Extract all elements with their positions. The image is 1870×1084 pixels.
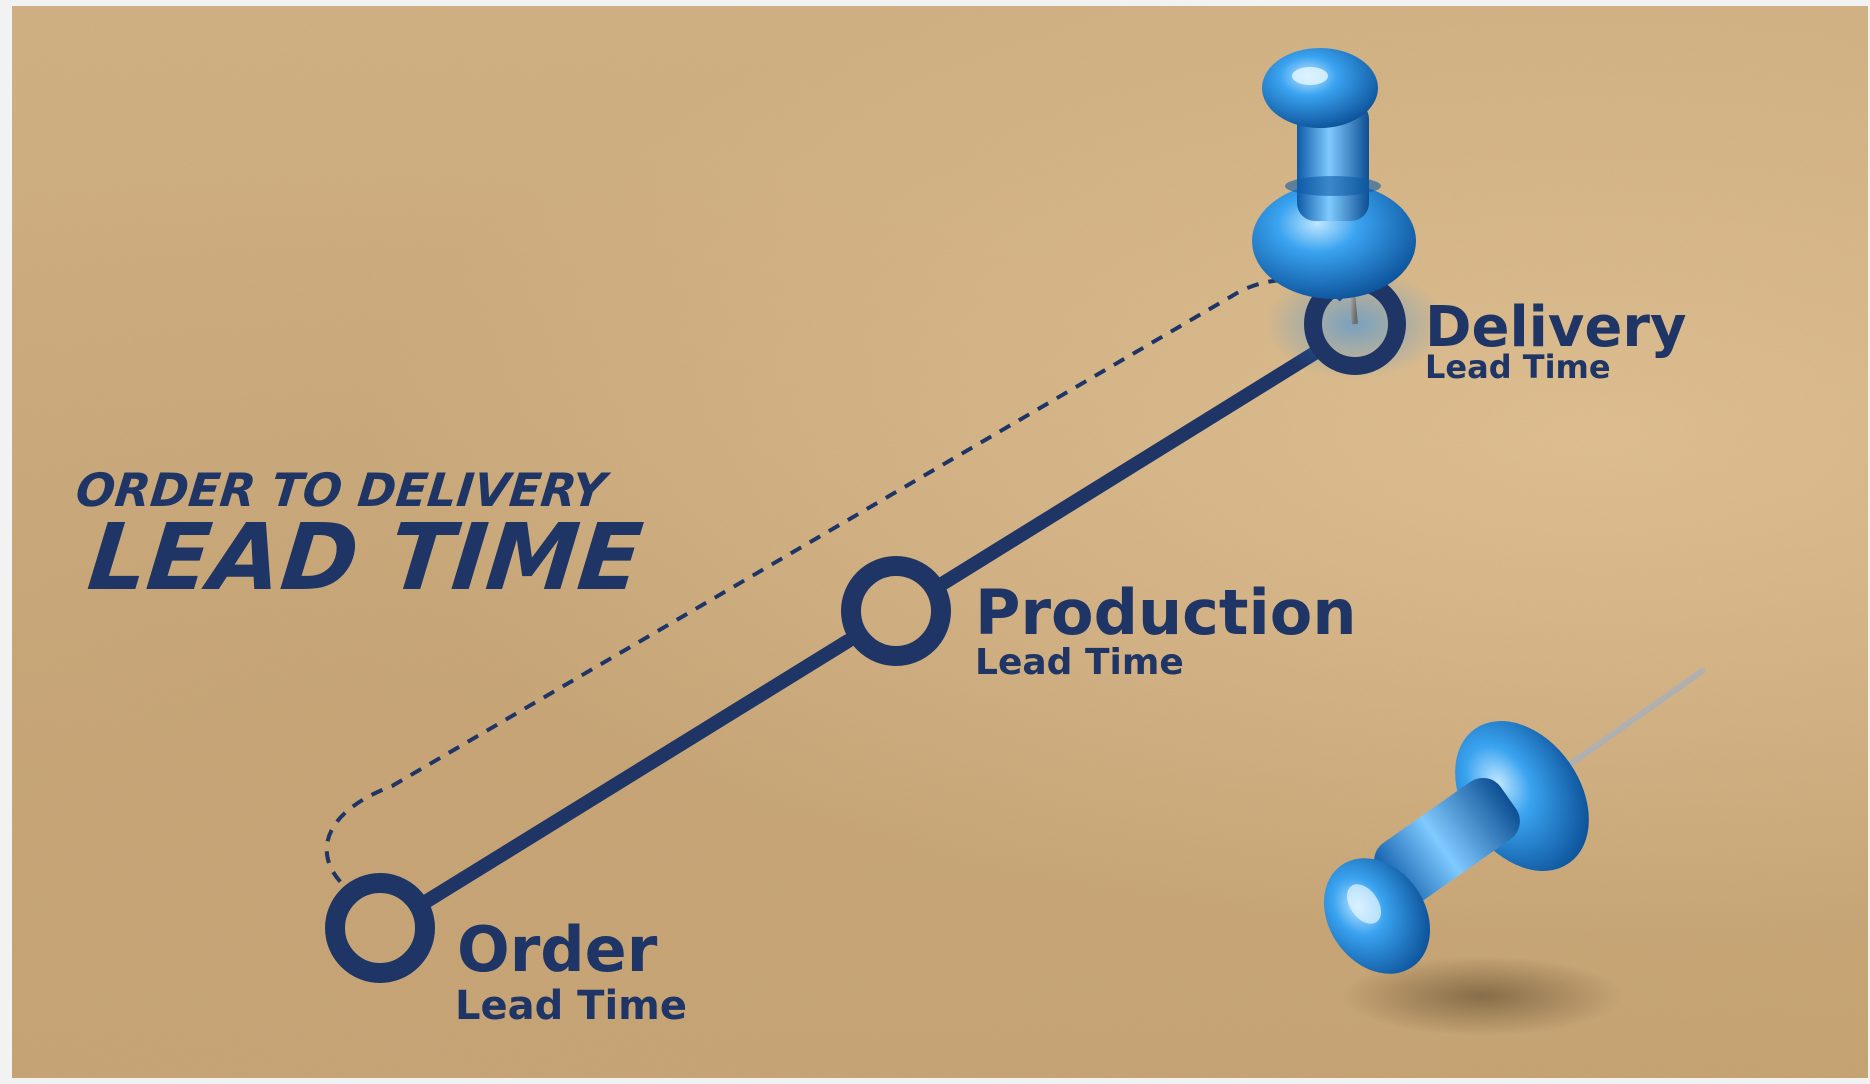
order-title: Order xyxy=(457,913,658,986)
order-milestone-ring xyxy=(325,873,435,983)
pushpin-lying-shaft xyxy=(1374,777,1520,905)
headline-line2: LEAD TIME xyxy=(83,503,647,611)
pushpin-lying-icon xyxy=(1323,668,1705,1036)
pushpin-upright-cap xyxy=(1262,48,1378,128)
order-to-production-line xyxy=(420,634,855,908)
pushpin-lying-highlight xyxy=(1346,884,1382,924)
headline-line1: ORDER TO DELIVERY xyxy=(73,463,613,517)
delivery-title: Delivery xyxy=(1425,295,1686,360)
pushpin-upright-icon xyxy=(1252,48,1416,325)
order-subtitle: Lead Time xyxy=(455,983,687,1029)
production-to-delivery-line xyxy=(935,344,1325,591)
lead-time-illustration: ORDER TO DELIVERY LEAD TIME Order Lead T… xyxy=(12,6,1868,1078)
pushpin-upright-ring xyxy=(1285,176,1381,196)
pushpin-lying-shadow xyxy=(1342,956,1622,1036)
production-milestone-ring xyxy=(841,556,951,666)
pushpin-upright-base xyxy=(1252,183,1416,299)
production-subtitle: Lead Time xyxy=(975,642,1184,683)
paper-grain-texture xyxy=(12,6,1868,1078)
pushpin-upright-highlight xyxy=(1292,67,1328,85)
delivery-subtitle: Lead Time xyxy=(1425,348,1611,386)
production-title: Production xyxy=(975,576,1357,649)
kraft-paper-background: ORDER TO DELIVERY LEAD TIME Order Lead T… xyxy=(12,6,1868,1078)
